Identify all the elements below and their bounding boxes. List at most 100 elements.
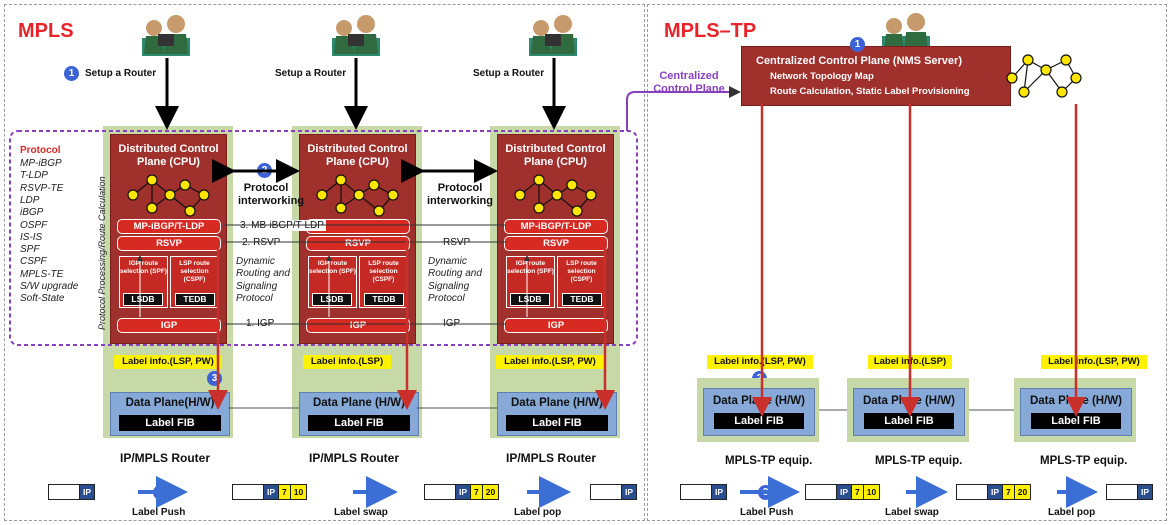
packet-payload [424,484,456,500]
packet-ip-header: IP [80,484,96,500]
centralized-control-plane: Centralized Control Plane (NMS Server) N… [741,46,1011,106]
packet-ip: IP [1106,484,1154,500]
packet-label: 20 [482,484,500,500]
packet-payload [590,484,622,500]
router-name: IP/MPLS Router [506,451,597,465]
igp-route-label: IGP route selection (SPF) [120,260,167,275]
packet-label: 20 [1014,484,1032,500]
protocol-item: RSVP-TE [20,182,64,194]
mp-ibgp-box: MP-iBGP/T-LDP [504,219,608,234]
label-info: Label info.(LSP, PW) [496,355,604,369]
dynamic-routing-text: Dynamic Routing and Signaling Protocol [236,256,290,304]
lsdb-box: LSDB [123,293,163,306]
mplstp-title: MPLS–TP [664,20,757,42]
mpls-title: MPLS [18,20,74,42]
igp-box: IGP [504,318,608,333]
packet-label: 7 [1003,484,1015,500]
packet-ip-header: IP [837,484,853,500]
topology-graph [316,174,399,217]
setup-router-label: Setup a Router [275,68,347,79]
step-badge-1: 1 [64,66,79,81]
packet-ip-header: IP [1138,484,1154,500]
label-fib: Label FIB [1031,413,1121,429]
lsp-route-box: LSP route selection (CSPF) [557,256,606,308]
packet-payload [680,484,712,500]
ccp-title: Centralized Control Plane (NMS Server) [756,55,962,67]
packet-label: 7 [471,484,483,500]
topology-graph [127,174,210,217]
packet-payload [1106,484,1138,500]
tedb-box: TEDB [364,293,404,306]
rsvp-box: RSVP [504,236,608,251]
igp-route-label: IGP route selection (SPF) [309,260,356,275]
centralized-link [626,86,741,131]
packet-payload [48,484,80,500]
setup-router-label: Setup a Router [85,68,157,79]
ccp-line-route: Route Calculation, Static Label Provisio… [770,86,970,97]
packet-ip-header: IP [264,484,280,500]
protocol-item: LDP [20,194,40,206]
lsdb-box: LSDB [312,293,352,306]
protocol-item: SPF [20,244,40,256]
data-plane-title: Data Plane(H/W) [125,397,215,409]
rsvp-box: RSVP [306,236,410,251]
label-fib: Label FIB [308,415,410,431]
label-fib: Label FIB [119,415,221,431]
label-info: Label info.(LSP) [303,355,391,369]
label-info: Label info.(LSP, PW) [707,355,813,369]
label-info: Label info.(LSP, PW) [1041,355,1147,369]
data-plane-2: Data Plane (H/W) Label FIB [299,392,419,436]
label-info: Label info.(LSP, PW) [114,355,222,369]
ccp-line-topology: Network Topology Map [770,71,874,82]
protocol-item: CSPF [20,256,47,268]
protocol-item: S/W upgrade [20,281,79,292]
rsvp-box: RSVP [117,236,221,251]
packet-ip-header: IP [712,484,728,500]
router-name: IP/MPLS Router [309,451,400,465]
packet-ip: IP [680,484,728,500]
protocol-interworking-label: Protocol interworking [238,182,304,208]
mplstp-panel [647,4,1167,521]
protocol-item: OSPF [20,219,48,231]
packet-label: 10 [863,484,881,500]
packet-label: 7 [852,484,864,500]
label-pop-caption: Label pop [1048,507,1096,518]
label-swap-caption: Label swap [334,507,388,518]
dcp-title: Distributed Control Plane (CPU) [118,143,219,168]
label-fib: Label FIB [506,415,608,431]
igp-box: IGP [306,318,410,333]
protocol-interworking-text: Protocol interworking [426,182,493,207]
protocol-processing-boundary [9,130,638,346]
packet-ip-header: IP [456,484,472,500]
protocol-list-title: Protocol [20,145,61,156]
distributed-control-plane-2: Distributed Control Plane (CPU) RSVP IGP… [299,134,416,344]
data-plane-1: Data Plane(H/W) Label FIB [110,392,230,436]
distributed-control-plane-1: Distributed Control Plane (CPU) MP-iBGP/… [110,134,227,344]
packet-payload [232,484,264,500]
label-push-caption: Label Push [132,507,186,518]
dcp-title: Distributed Control Plane (CPU) [307,143,408,168]
lsdb-box: LSDB [510,293,550,306]
mpls-panel [4,4,645,521]
protocol-item: MPLS-TE [20,268,64,280]
tedb-box: TEDB [562,293,602,306]
protocol-interworking-text: Protocol interworking [238,182,305,207]
protocol-item: MP-iBGP [20,158,62,169]
equip-name: MPLS-TP equip. [1040,455,1128,467]
dynamic-routing-label: Dynamic Routing and Signaling Protocol [428,256,490,305]
label-fib: Label FIB [864,413,954,429]
lsp-route-label: LSP route selection (CSPF) [179,260,210,283]
packet-payload [805,484,837,500]
protocol-item: IS-IS [20,231,43,243]
packet-payload [956,484,988,500]
equip-name: MPLS-TP equip. [725,455,813,467]
label-pop-caption: Label pop [514,507,562,518]
setup-router-label: Setup a Router [473,68,545,79]
packet-ip: IP [48,484,96,500]
protocol-item: iBGP [20,207,44,219]
data-plane-3: Data Plane (H/W) Label FIB [497,392,617,436]
data-plane-title: Data Plane (H/W) [510,397,603,409]
